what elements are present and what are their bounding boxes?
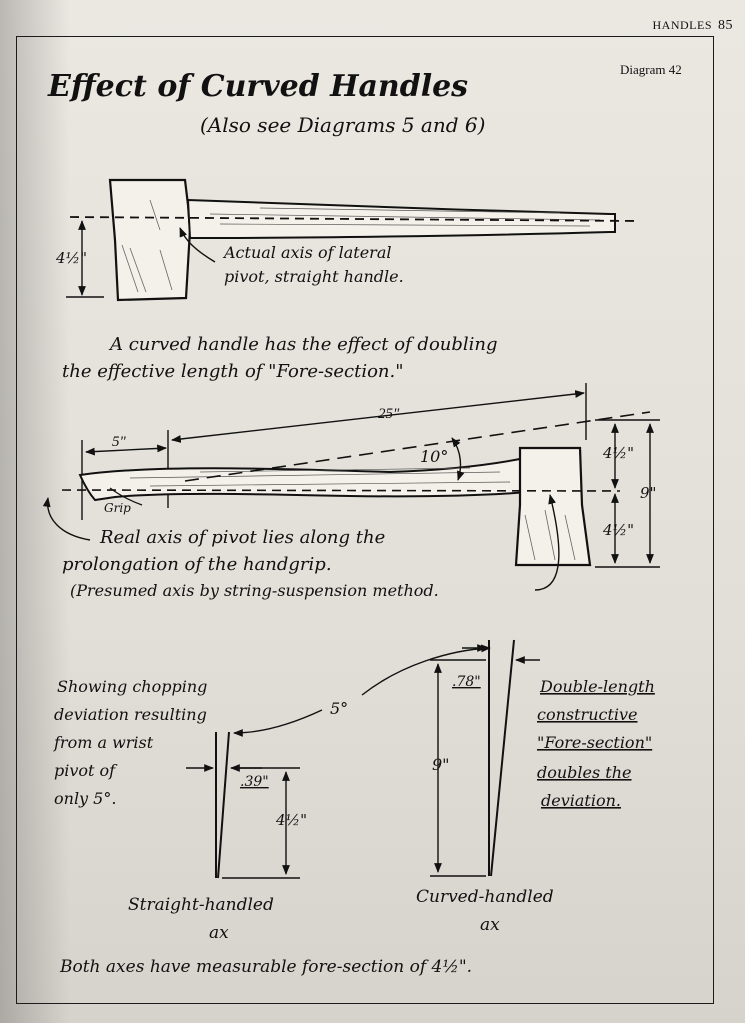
pivot-pointer-top — [179, 227, 216, 263]
diagram-subtitle: (Also see Diagrams 5 and 6) — [200, 113, 485, 137]
handle-line-axis — [184, 411, 651, 482]
handle-grain-top — [209, 207, 601, 227]
left-note: Showing chopping deviation resulting fro… — [53, 677, 207, 808]
diagram-label: Diagram 42 — [620, 62, 682, 77]
left-note-line4: pivot of — [54, 761, 118, 780]
left-note-line1: Showing chopping — [57, 677, 207, 696]
running-head-section: HANDLES — [652, 18, 712, 32]
right-note-line1: Double-length — [539, 677, 655, 696]
straight-caption-line2: ax — [209, 923, 229, 943]
curved-handle-axe: 25" 5" 10° Grip 4½" 9" 4½" — [42, 383, 660, 591]
handgrip-prolongation-axis — [61, 489, 621, 492]
right-note-line3: "Fore-section" — [537, 733, 652, 752]
statement-line2: the effective length of "Fore-section." — [62, 361, 404, 382]
right-note: Double-length constructive "Fore-section… — [537, 677, 655, 810]
pivot-pointer-right — [534, 494, 560, 591]
top-axe-dimension: 4½" — [55, 249, 87, 267]
curved-caption-line1: Curved-handled — [416, 887, 554, 907]
right-note-line5: deviation. — [541, 791, 621, 810]
straight-deviation-diagram: .39" 4½" Straight-handled ax — [128, 731, 307, 943]
head-hatching-middle — [524, 509, 576, 561]
dim-total-label: 9" — [640, 484, 656, 502]
curved-deviated-line — [490, 639, 515, 877]
dim-upper-label: 4½" — [602, 444, 634, 462]
pivot-note-line1: Real axis of pivot lies along the — [99, 527, 385, 548]
angle-10-label: 10° — [420, 447, 448, 466]
pivot-note-line3: (Presumed axis by string-suspension meth… — [70, 581, 439, 600]
angle-5-label: 5° — [330, 699, 348, 718]
angle-5-pointer-left — [233, 709, 323, 737]
curved-len-label: 9" — [432, 755, 450, 774]
grip-label: Grip — [104, 501, 131, 515]
angle-arc-10 — [451, 437, 465, 481]
footer-note: Both axes have measurable fore-section o… — [59, 957, 472, 977]
pivot-note-line2: prolongation of the handgrip. — [62, 554, 332, 575]
dim-5-label: 5" — [112, 434, 127, 450]
curved-dev-label: .78" — [452, 674, 481, 690]
diagram-frame — [16, 36, 714, 1004]
head-hatching-top — [121, 199, 173, 293]
dim-25-label: 25" — [378, 406, 400, 422]
right-note-line4: doubles the — [537, 763, 632, 782]
dim-lower-label: 4½" — [602, 521, 634, 539]
straight-handle-axe: 4½" Actual axis of lateral pivot, straig… — [55, 178, 641, 302]
handle-grain-middle — [129, 467, 511, 487]
curved-caption-line2: ax — [480, 915, 500, 935]
top-axe-note-line1: Actual axis of lateral — [222, 243, 391, 262]
straight-caption-line1: Straight-handled — [128, 895, 274, 915]
grip-pointer — [109, 487, 143, 506]
axe-head-top — [108, 178, 192, 302]
running-head: HANDLES 85 — [653, 18, 734, 34]
angle-5-pointer-right — [361, 644, 491, 696]
page-number: 85 — [718, 18, 733, 33]
top-axe-note-line2: pivot, straight handle. — [224, 267, 404, 286]
left-note-line3: from a wrist — [53, 733, 154, 752]
curved-deviation-diagram: .78" 9" Curved-handled ax — [416, 639, 554, 935]
left-note-line2: deviation resulting — [54, 705, 207, 724]
right-note-line2: constructive — [537, 705, 638, 724]
straight-len-label: 4½" — [275, 811, 307, 829]
statement-line1: A curved handle has the effect of doubli… — [108, 334, 498, 355]
dim-5-arrow — [85, 444, 167, 456]
curved-handle — [78, 456, 530, 502]
dim-25-arrow — [171, 390, 585, 443]
pivot-pointer-left — [42, 497, 91, 541]
binding-shadow — [0, 0, 70, 1023]
left-note-line5: only 5°. — [54, 789, 116, 808]
straight-dev-label: .39" — [240, 774, 269, 790]
lateral-pivot-axis — [69, 216, 641, 222]
straight-deviated-line — [217, 731, 230, 879]
diagram-title: Effect of Curved Handles — [47, 69, 468, 104]
